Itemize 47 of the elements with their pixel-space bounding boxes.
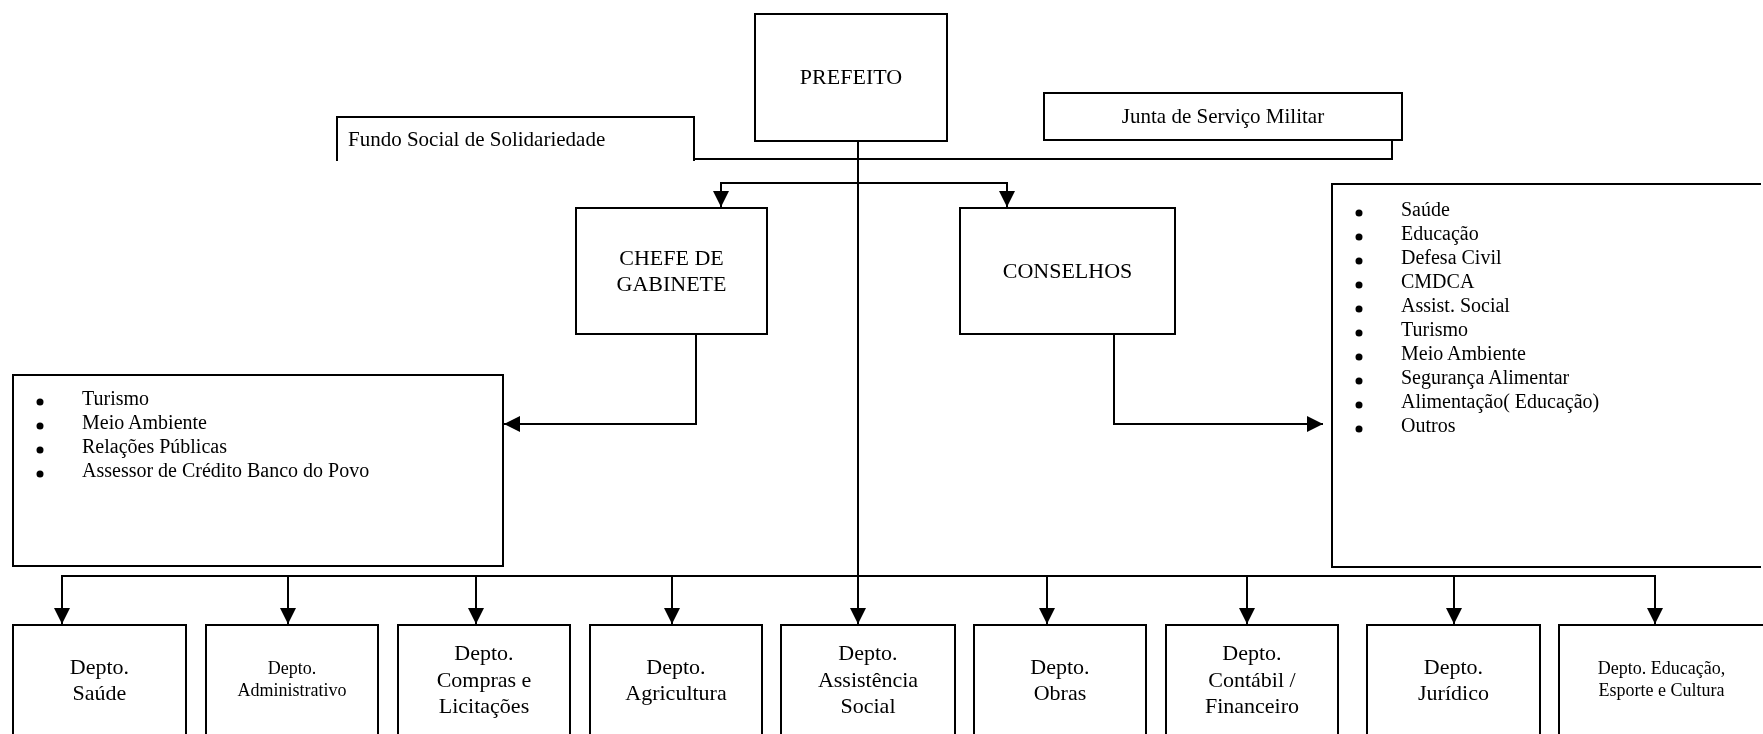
arrow (1113, 334, 1324, 432)
list-item: Turismo (82, 386, 151, 410)
box-label: CHEFE DE GABINETE (615, 244, 728, 298)
list-item: Outros (1401, 413, 1457, 437)
org-box (336, 116, 695, 161)
list-item: Segurança Alimentar (1401, 365, 1571, 389)
list-item: Educação (1401, 221, 1480, 245)
org-box (575, 207, 768, 335)
org-box (754, 13, 948, 142)
box-label: Depto. Agricultura (624, 653, 728, 707)
org-box (973, 624, 1147, 734)
box-label: Depto. Educação, Esporte e Cultura (1596, 658, 1727, 702)
list-item: Relações Públicas (82, 434, 228, 458)
box-label: Depto. Obras (1029, 653, 1091, 707)
box-label: CONSELHOS (1002, 257, 1133, 285)
org-box (1366, 624, 1541, 734)
org-box (205, 624, 379, 734)
box-label: Depto. Saúde (68, 653, 131, 707)
box-label: Depto. Administrativo (236, 658, 348, 702)
box-label: PREFEITO (799, 64, 903, 91)
org-box (1558, 624, 1763, 734)
bullet-list-box (12, 374, 504, 567)
list-item: Saúde (1401, 197, 1451, 221)
org-box (1043, 92, 1403, 141)
list-item: Assessor de Crédito Banco do Povo (82, 458, 371, 482)
org-box (397, 624, 571, 734)
box-label: Fundo Social de Solidariedade (348, 126, 606, 153)
list-item: Turismo (1401, 317, 1470, 341)
list-item: Defesa Civil (1401, 245, 1503, 269)
list-item: Meio Ambiente (1401, 341, 1527, 365)
arrow (503, 334, 697, 432)
box-label: Depto. Jurídico (1417, 653, 1490, 707)
org-box (959, 207, 1176, 335)
list-item: CMDCA (1401, 269, 1476, 293)
box-label: Depto. Assistência Social (816, 640, 920, 720)
org-box (1165, 624, 1339, 734)
box-label: Depto. Contábil / Financeiro (1203, 640, 1301, 720)
list-item: Meio Ambiente (82, 410, 208, 434)
org-box (589, 624, 763, 734)
list-item: Alimentação( Educação) (1401, 389, 1601, 413)
org-box (12, 624, 187, 734)
box-label: Junta de Serviço Militar (1121, 103, 1325, 130)
box-label: Depto. Compras e Licitações (435, 640, 533, 720)
list-item: Assist. Social (1401, 293, 1511, 317)
bullet-list-box (1331, 183, 1761, 568)
org-box (780, 624, 956, 734)
connector-line (857, 140, 1393, 160)
